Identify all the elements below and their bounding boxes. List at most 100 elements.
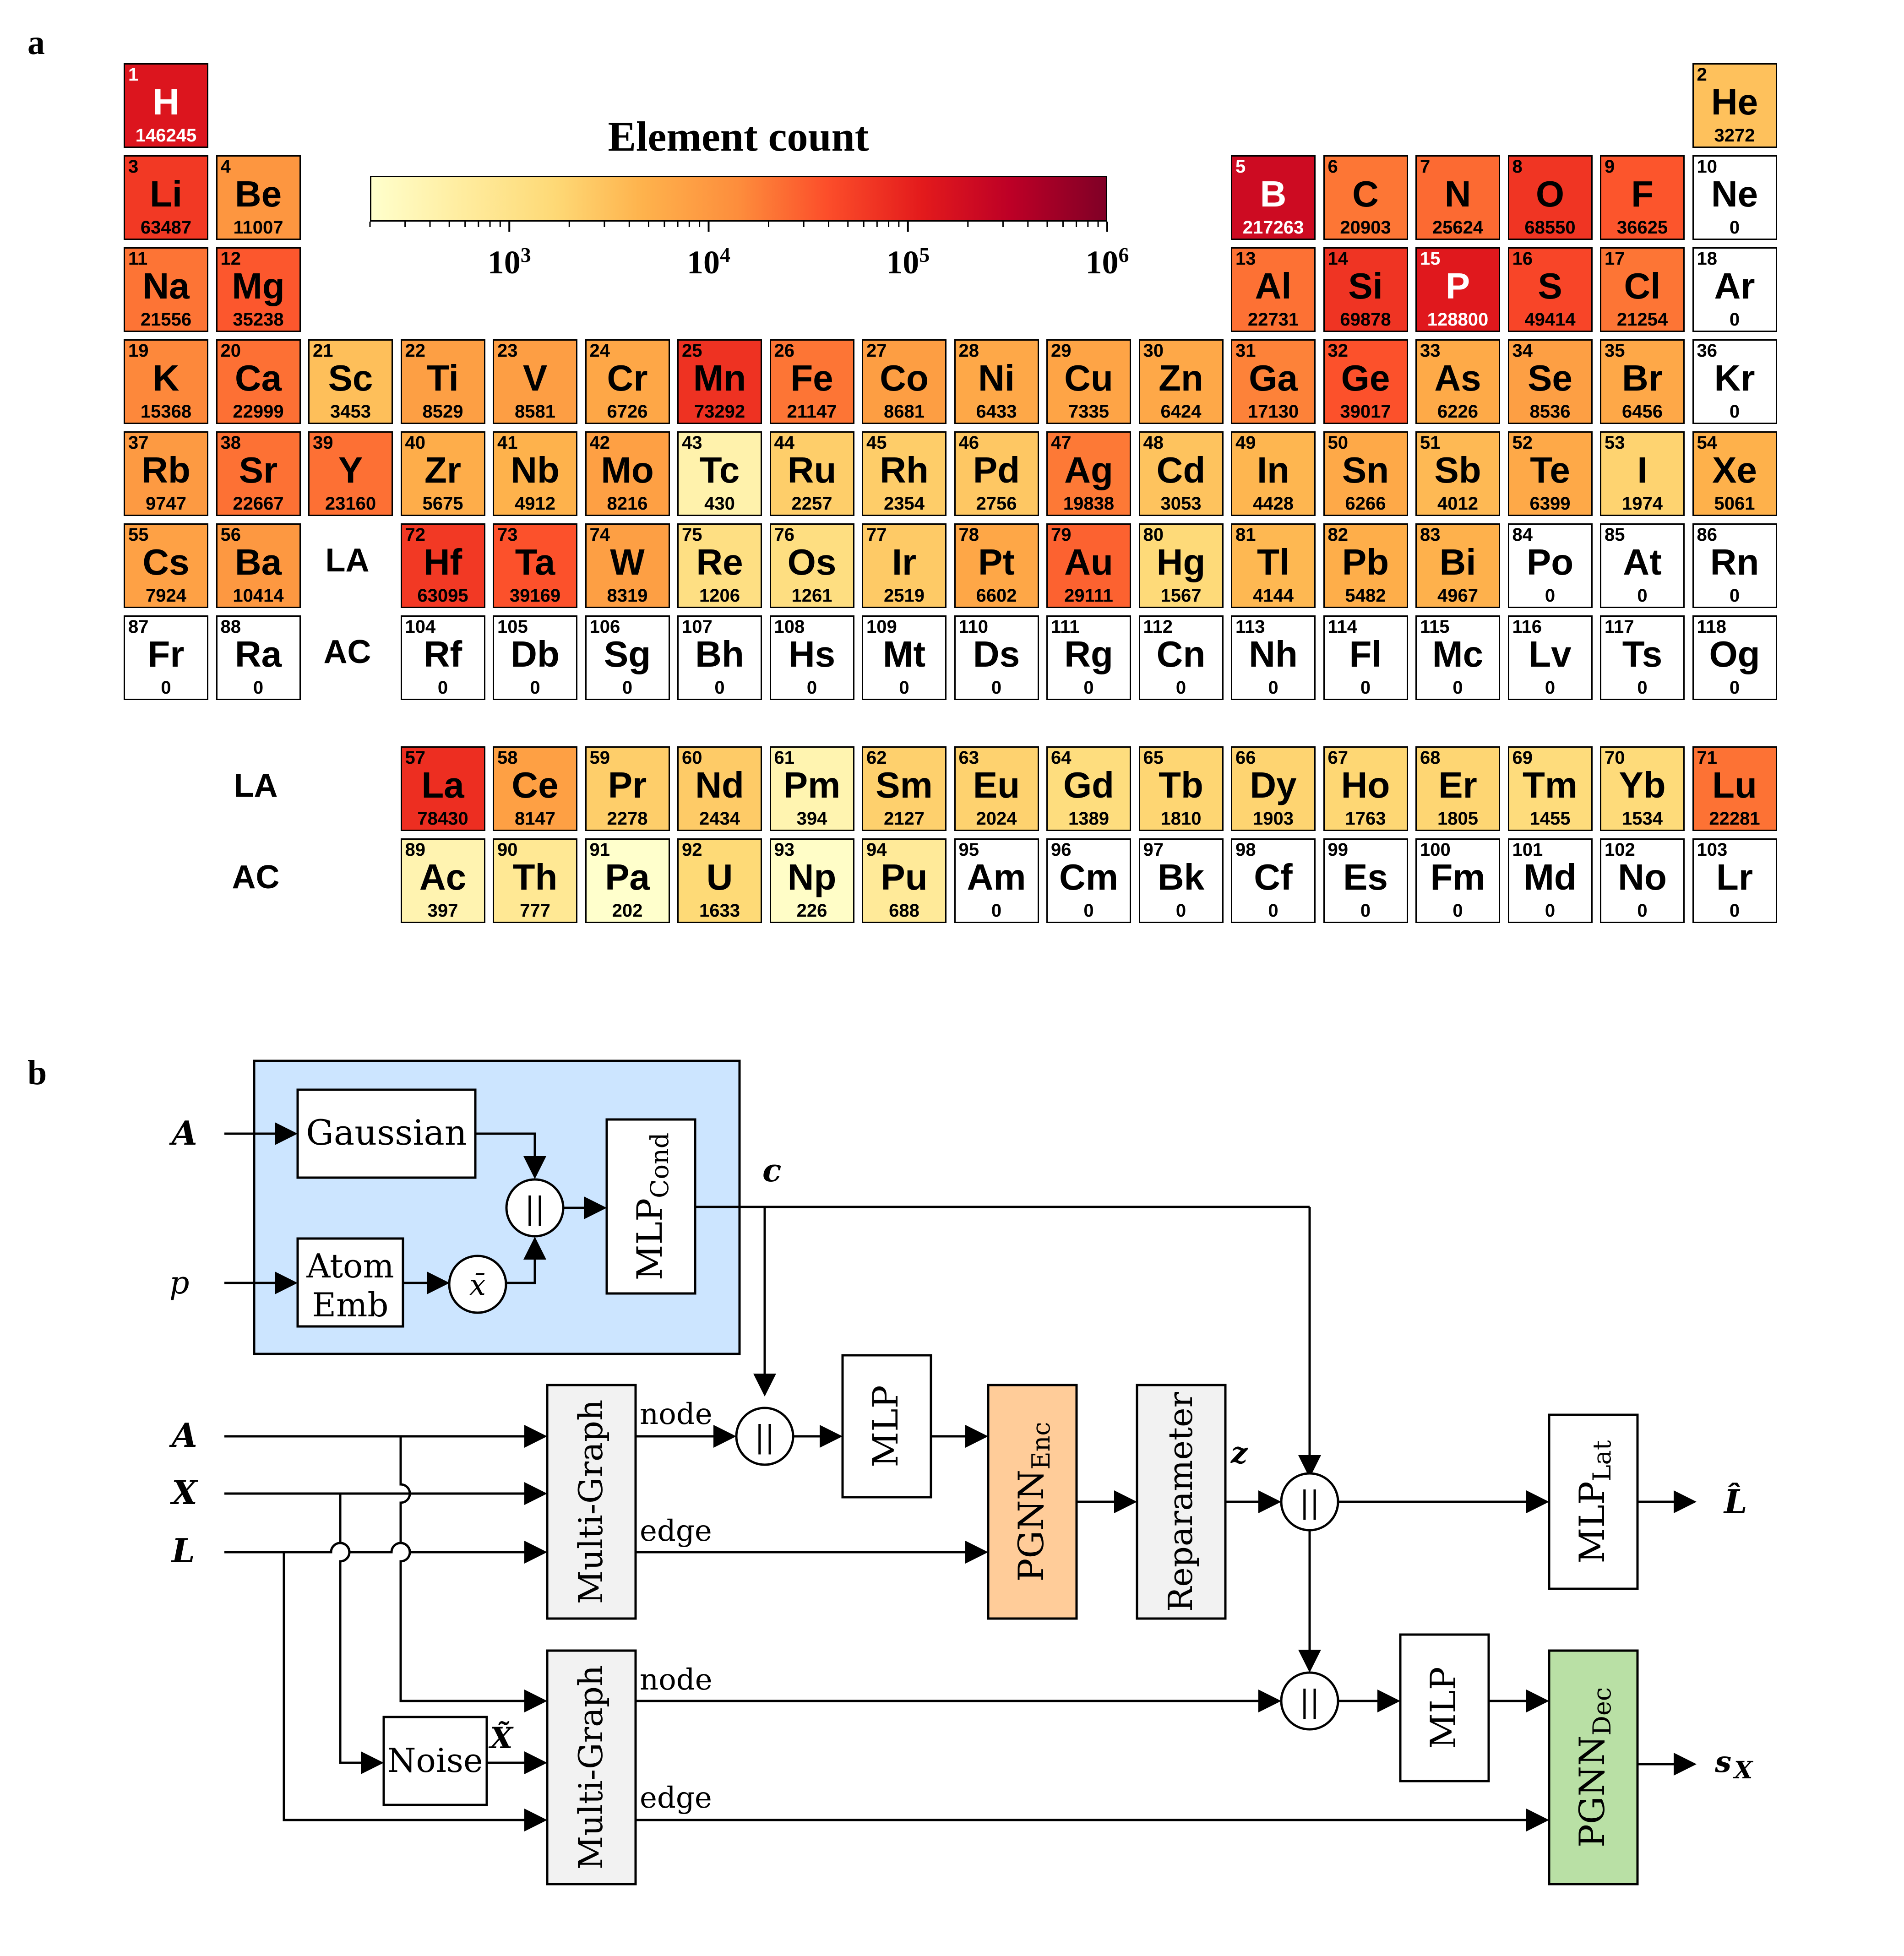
element-symbol: U	[706, 857, 733, 897]
element-number: 87	[128, 617, 149, 637]
element-count: 15368	[140, 402, 192, 422]
element-number: 58	[497, 748, 518, 768]
element-symbol: Re	[696, 542, 743, 582]
pgnn-dec-sub: Dec	[1588, 1687, 1616, 1736]
element-symbol: N	[1444, 174, 1471, 214]
element-symbol: O	[1535, 174, 1565, 214]
element-number: 40	[405, 433, 426, 453]
element-number: 27	[866, 341, 887, 361]
element-number: 5	[1235, 157, 1246, 177]
element-symbol: Er	[1438, 765, 1477, 805]
element-symbol: Db	[511, 634, 560, 674]
element-count: 63095	[417, 586, 468, 606]
panel-label-b: b	[27, 1054, 47, 1092]
element-number: 7	[1420, 157, 1431, 177]
element-symbol: Bk	[1157, 857, 1205, 897]
element-symbol: In	[1257, 450, 1290, 490]
element-count: 128800	[1427, 310, 1489, 330]
element-number: 71	[1697, 748, 1718, 768]
colorbar	[370, 176, 1107, 222]
element-symbol: Sg	[604, 634, 651, 674]
element-count: 3453	[330, 402, 371, 422]
element-symbol: Cn	[1156, 634, 1206, 674]
element-count: 1810	[1160, 809, 1202, 829]
element-number: 38	[220, 433, 241, 453]
pgnn-dec-label: PGNNDec	[1572, 1687, 1616, 1847]
element-number: 21	[313, 341, 333, 361]
element-count: 22731	[1247, 310, 1299, 330]
series-label-la-block: LA	[234, 767, 278, 804]
concat-symbol-1: ||	[755, 1419, 775, 1455]
element-number: 66	[1235, 748, 1256, 768]
element-count: 0	[1729, 217, 1740, 238]
element-symbol: Cu	[1064, 358, 1113, 398]
element-symbol: Sm	[876, 765, 933, 805]
element-number: 43	[682, 433, 702, 453]
tick-base: 10	[886, 244, 919, 281]
element-number: 81	[1235, 525, 1256, 545]
element-symbol: C	[1352, 174, 1379, 214]
element-number: 105	[497, 617, 528, 637]
element-count: 5061	[1714, 494, 1755, 514]
element-symbol: Mt	[882, 634, 926, 674]
element-symbol: K	[152, 358, 180, 398]
element-count: 21254	[1616, 310, 1668, 330]
element-count: 1261	[791, 586, 832, 606]
element-number: 90	[497, 840, 518, 860]
element-count: 23160	[325, 494, 376, 514]
element-number: 115	[1420, 617, 1450, 637]
element-symbol: Rf	[423, 634, 462, 674]
element-symbol: Te	[1530, 450, 1570, 490]
element-symbol: Sn	[1342, 450, 1389, 490]
element-number: 76	[774, 525, 795, 545]
element-symbol: Cs	[142, 542, 190, 582]
element-count: 17130	[1247, 402, 1299, 422]
element-number: 37	[128, 433, 149, 453]
element-symbol: Sc	[328, 358, 373, 398]
element-symbol: Co	[880, 358, 929, 398]
element-number: 53	[1605, 433, 1625, 453]
element-count: 1763	[1345, 809, 1386, 829]
atom-emb-label-2: Emb	[312, 1286, 389, 1324]
element-count: 1534	[1622, 809, 1663, 829]
node-label-2: node	[640, 1663, 713, 1697]
element-number: 46	[958, 433, 979, 453]
reparameter-box	[1136, 1384, 1227, 1620]
element-number: 55	[128, 525, 149, 545]
element-count: 36625	[1616, 217, 1668, 238]
element-symbol: Ag	[1064, 450, 1113, 490]
element-count: 202	[612, 901, 643, 921]
element-number: 61	[774, 748, 795, 768]
atom-emb-label-1: Atom	[306, 1247, 394, 1285]
element-count: 8681	[884, 402, 925, 422]
element-number: 62	[866, 748, 887, 768]
element-number: 51	[1420, 433, 1441, 453]
element-symbol: Po	[1526, 542, 1574, 582]
element-count: 1567	[1160, 586, 1202, 606]
gaussian-label: Gaussian	[306, 1112, 467, 1153]
element-count: 6424	[1160, 402, 1202, 422]
element-symbol: He	[1711, 82, 1758, 122]
node-label-1: node	[640, 1397, 713, 1431]
